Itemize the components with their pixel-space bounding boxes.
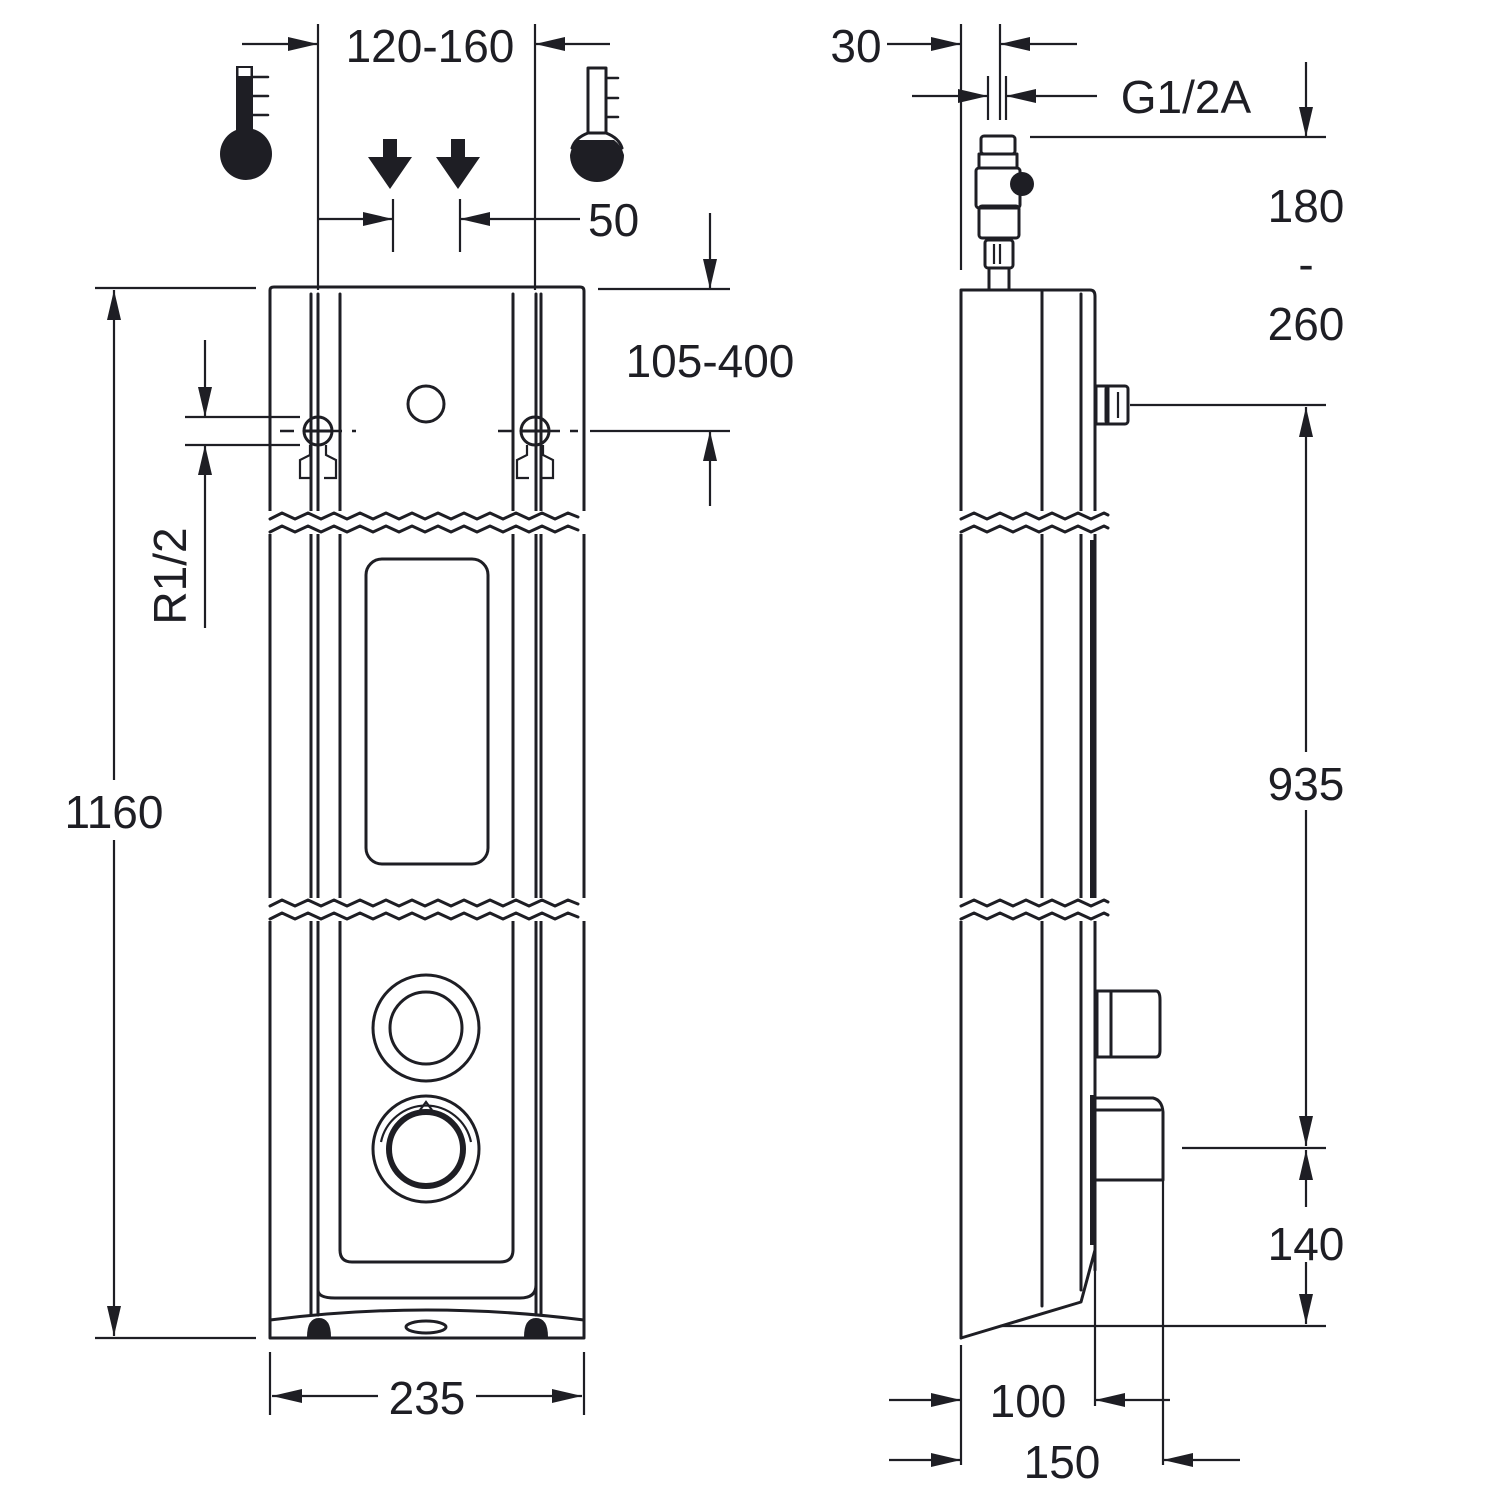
dimension-inlet-spacing: 120-160 [242,20,610,290]
thermostat-knob [371,1094,481,1204]
mounting-keyhole-left [280,415,356,480]
dimension-label: 100 [990,1375,1067,1427]
dimension-label: G1/2A [1121,71,1252,123]
cold-water-thermometer-icon [220,66,272,180]
dimension-inlet-offset: 50 [318,194,639,252]
dimension-label: 235 [389,1372,466,1424]
dimension-label: 935 [1268,758,1345,810]
dimension-inlet-height: 105-400 [590,213,794,506]
dimension-label: - [1298,238,1313,290]
display-window [364,557,490,866]
dimension-outlet-to-mixer: 935 [1130,403,1345,1150]
front-panel-body [268,285,586,1340]
inner-tray [338,1248,515,1264]
dimension-label: 140 [1268,1218,1345,1270]
dimension-connector-width: 30 [830,20,1077,270]
dimension-outlet-height: 180 - 260 [1030,62,1344,350]
side-view: 30 G1/2A 180 - 260 935 [830,20,1344,1488]
side-thermostat-housing [1094,1096,1165,1182]
dimension-thread-inlet: R1/2 [144,340,300,628]
dimension-label: 180 [1268,180,1345,232]
dimension-overall-width: 235 [268,1352,586,1424]
mounting-keyhole-right [498,415,578,480]
dimension-depth-panel: 100 [889,1270,1170,1465]
dimension-label: R1/2 [144,527,196,624]
outer-tray [316,1283,538,1317]
center-hole [406,384,446,424]
dimension-overall-height: 1160 [65,286,256,1340]
water-inlet-arrow-icon [436,139,480,189]
break-line-upper [266,511,588,534]
dimension-label: 150 [1024,1436,1101,1488]
dimension-label: 260 [1268,298,1345,350]
break-line-lower [266,898,588,921]
angle-valve-connector [974,134,1034,292]
dimension-depth-total: 150 [889,1180,1240,1488]
side-break-line-upper [957,511,1110,534]
dimension-thread-outlet: G1/2A [912,71,1252,123]
side-break-line-lower [957,898,1110,921]
dimension-label: 30 [830,20,881,72]
dimension-label: 50 [588,194,639,246]
dimension-label: 1160 [65,786,164,838]
hot-water-thermometer-icon [570,66,624,182]
bottom-rail [268,1308,586,1337]
push-button [371,973,481,1083]
front-view: 120-160 50 105-400 R1/2 [65,20,795,1424]
side-outlet-upper [1094,384,1130,426]
side-panel-body [959,288,1097,1340]
water-inlet-arrow-icon [368,139,412,189]
side-push-button [1095,989,1162,1059]
dimension-mixer-height: 140 [1000,1150,1345,1328]
dimension-label: 120-160 [346,20,515,72]
dimension-label: 105-400 [626,335,795,387]
